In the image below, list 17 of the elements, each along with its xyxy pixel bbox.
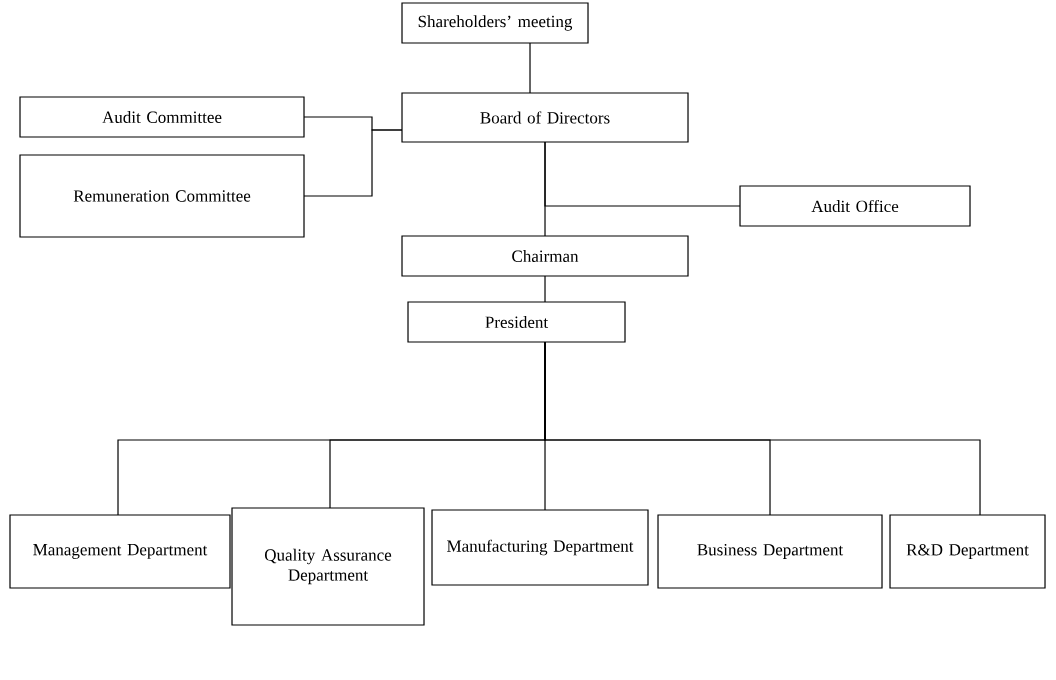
org-box: Board of Directors — [401, 92, 689, 143]
connector-line — [303, 129, 403, 197]
org-box: Remuneration Committee — [19, 154, 305, 238]
org-box: Quality Assurance Department — [231, 507, 425, 626]
org-box: R&D Department — [889, 514, 1046, 589]
connector-line — [529, 42, 531, 94]
org-box: Manufacturing Department — [431, 509, 649, 586]
org-box: Management Department — [9, 514, 231, 589]
connector-line — [544, 341, 981, 516]
org-box: Audit Committee — [19, 96, 305, 138]
connector-line — [544, 275, 546, 303]
org-box: Audit Office — [739, 185, 971, 227]
org-box: Chairman — [401, 235, 689, 277]
org-box: Business Department — [657, 514, 883, 589]
org-box: President — [407, 301, 626, 343]
org-box: Shareholders’ meeting — [401, 2, 589, 44]
connector-line — [544, 141, 741, 207]
